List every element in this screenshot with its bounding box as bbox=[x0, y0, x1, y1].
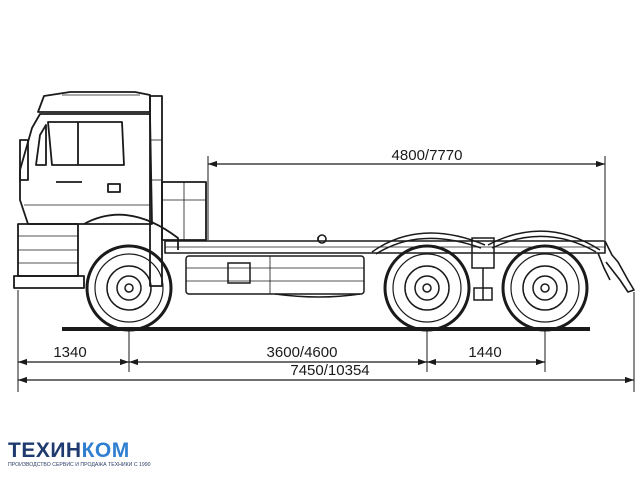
last-rear-wheel bbox=[501, 244, 589, 332]
extension-lines bbox=[17, 156, 635, 392]
company-logo: ТЕХИНКОМ ПРОИЗВОДСТВО СЕРВИС И ПРОДАЖА Т… bbox=[8, 440, 158, 469]
logo-tagline: ПРОИЗВОДСТВО СЕРВИС И ПРОДАЖА ТЕХНИКИ С … bbox=[8, 462, 151, 468]
wheelbase-label: 3600/4600 bbox=[267, 344, 338, 361]
front-wheel bbox=[85, 244, 173, 332]
rear-suspension bbox=[371, 230, 601, 301]
dimension-rear-axle-spacing: 1440 bbox=[427, 344, 545, 366]
middle-rear-wheel bbox=[383, 244, 471, 332]
logo-name: ТЕХИНКОМ bbox=[8, 440, 158, 462]
dimension-wheelbase: 3600/4600 bbox=[129, 344, 427, 366]
dimension-front-overhang: 1340 bbox=[18, 344, 129, 366]
dimension-overall-length: 7450/10354 bbox=[18, 362, 634, 384]
dimension-cargo-length: 4800/7770 bbox=[208, 147, 605, 168]
cargo-length-label: 4800/7770 bbox=[392, 147, 463, 164]
overall-length-label: 7450/10354 bbox=[290, 362, 369, 379]
front-overhang-label: 1340 bbox=[53, 344, 86, 361]
rear-axle-spacing-label: 1440 bbox=[468, 344, 501, 361]
fuel-tank bbox=[185, 255, 365, 298]
logo-name-part1: ТЕХИН bbox=[8, 439, 82, 462]
truck-cab bbox=[13, 91, 207, 289]
logo-name-part2: КОМ bbox=[81, 439, 130, 462]
